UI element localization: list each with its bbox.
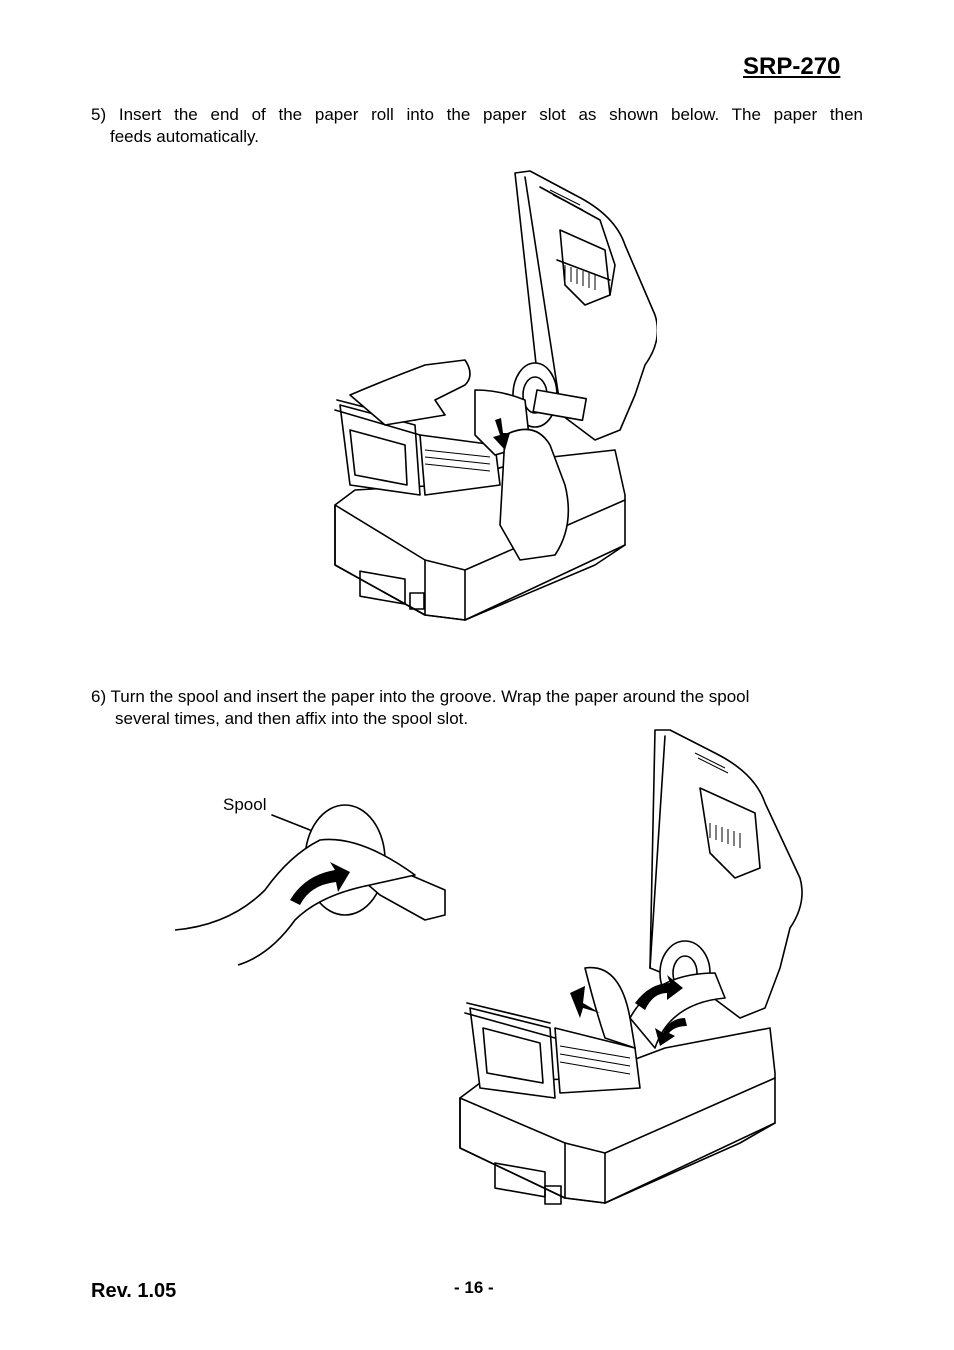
step-6-line-1: 6) Turn the spool and insert the paper i… <box>91 687 750 706</box>
step-6-instruction: 6) Turn the spool and insert the paper i… <box>91 686 863 730</box>
step-5-instruction: 5) Insert the end of the paper roll into… <box>91 104 863 148</box>
printer-spool-wrap-illustration <box>459 729 803 1205</box>
spool-illustration <box>174 804 446 966</box>
step-5-line-1: 5) Insert the end of the paper roll into… <box>91 105 863 124</box>
page-number: - 16 - <box>454 1278 494 1297</box>
step-6-line-2: several times, and then affix into the s… <box>115 709 469 728</box>
spool-label: Spool <box>223 795 267 814</box>
printer-paper-insert-illustration <box>334 170 657 621</box>
model-title: SRP-270 <box>743 53 841 80</box>
step-5-line-2: feeds automatically. <box>110 127 259 146</box>
revision-label: Rev. 1.05 <box>91 1280 177 1302</box>
